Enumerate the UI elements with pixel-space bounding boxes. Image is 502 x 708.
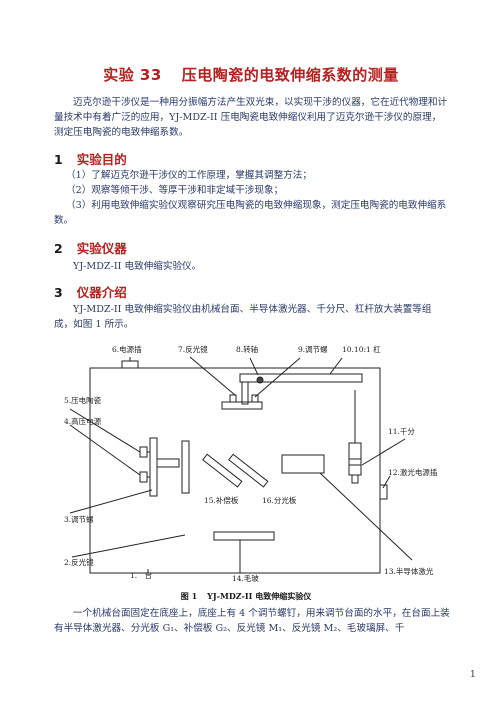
label-adjust-screw-9: 9.调节螺 [298, 344, 328, 354]
label-laser: 13.半导体激光 [384, 566, 434, 576]
caption-number: 图 1 [180, 591, 198, 601]
power-socket [121, 360, 139, 369]
label-lever: 10.10:1 杠 [342, 344, 381, 354]
section-3-heading: 3 仪器介绍 [54, 282, 127, 301]
instrument-text: YJ-MDZ-II 电致伸缩实验仪。 [73, 261, 202, 272]
bottom-paragraph: 一个机械台面固定在底座上，底座上有 4 个调节螺钉，用来调节台面的水平，在台面上… [54, 608, 450, 634]
label-micrometer: 11.千分 [388, 426, 415, 436]
label-power-socket: 6.电源插 [112, 344, 142, 354]
pivot-circle [256, 376, 264, 384]
label-mirror-7: 7.反光镜 [178, 344, 208, 354]
section-title: 实验目的 [76, 152, 127, 167]
label-beam-splitter: 16.分光板 [262, 495, 297, 505]
label-hv-power: 4.高压电源 [64, 416, 102, 426]
label-adjust-screw-3: 3.调节螺 [64, 514, 94, 524]
section-number: 2 [54, 241, 63, 256]
section-2-heading: 2 实验仪器 [54, 238, 127, 257]
section-number: 1 [54, 152, 63, 167]
label-piezo: 5.压电陶瓷 [64, 395, 102, 405]
figure-1-diagram: 6.电源插 7.反光镜 8.转轴 9.调节螺 10.10:1 杠 5.压电陶瓷 … [64, 344, 438, 583]
label-laser-socket: 12.激光电源插 [388, 467, 438, 477]
lever-hanger [241, 381, 249, 405]
objective-item: （3）利用电致伸缩实验仪观察研究压电陶瓷的电致伸缩现象，测定压电陶瓷的电致伸缩系… [54, 200, 447, 226]
section-number: 3 [54, 285, 63, 300]
section-title: 实验仪器 [76, 241, 127, 256]
title-number: 实验 33 [103, 66, 162, 84]
piezo-holder [149, 437, 158, 497]
caption-text: YJ-MDZ-II 电致伸缩实验仪 [207, 591, 312, 601]
instrument-intro: YJ-MDZ-II 电致伸缩实验仪由机械台面、半导体激光器、千分尺、杠杆放大装置… [54, 304, 432, 330]
label-compensator: 15.补偿板 [204, 495, 239, 505]
mirror-2 [181, 440, 190, 494]
figure-caption: 图 1 YJ-MDZ-II 电致伸缩实验仪 [0, 591, 502, 602]
title-text: 压电陶瓷的电致伸缩系数的测量 [181, 66, 399, 84]
lever-bar [239, 373, 363, 383]
mirror-7-mount [221, 401, 263, 410]
beam-splitter [228, 453, 269, 488]
objective-item: （1）了解迈克尔逊干涉仪的工作原理，掌握其调整方法； [66, 170, 312, 181]
ground-glass [213, 531, 275, 541]
intro-paragraph: 迈克尔逊干涉仪是一种用分振幅方法产生双光束，以实现干涉的仪器，它在近代物理和计量… [54, 97, 448, 138]
label-mirror-2: 2.反光镜 [64, 557, 94, 567]
label-pivot: 8.转轴 [236, 344, 258, 354]
table-outline [89, 367, 381, 574]
page-number: 1 [470, 670, 476, 680]
laser-socket [379, 484, 388, 500]
section-1-heading: 1 实验目的 [54, 149, 127, 168]
page-title: 实验 33 压电陶瓷的电致伸缩系数的测量 [0, 64, 502, 85]
objective-item: （2）观察等倾干涉、等厚干涉和非定域干涉现象； [66, 185, 284, 196]
label-ground-glass: 14.毛玻 [232, 573, 259, 583]
section-title: 仪器介绍 [76, 285, 127, 300]
label-table: 1. 台 [130, 570, 152, 580]
semiconductor-laser [281, 454, 325, 474]
compensator-plate [202, 453, 243, 488]
